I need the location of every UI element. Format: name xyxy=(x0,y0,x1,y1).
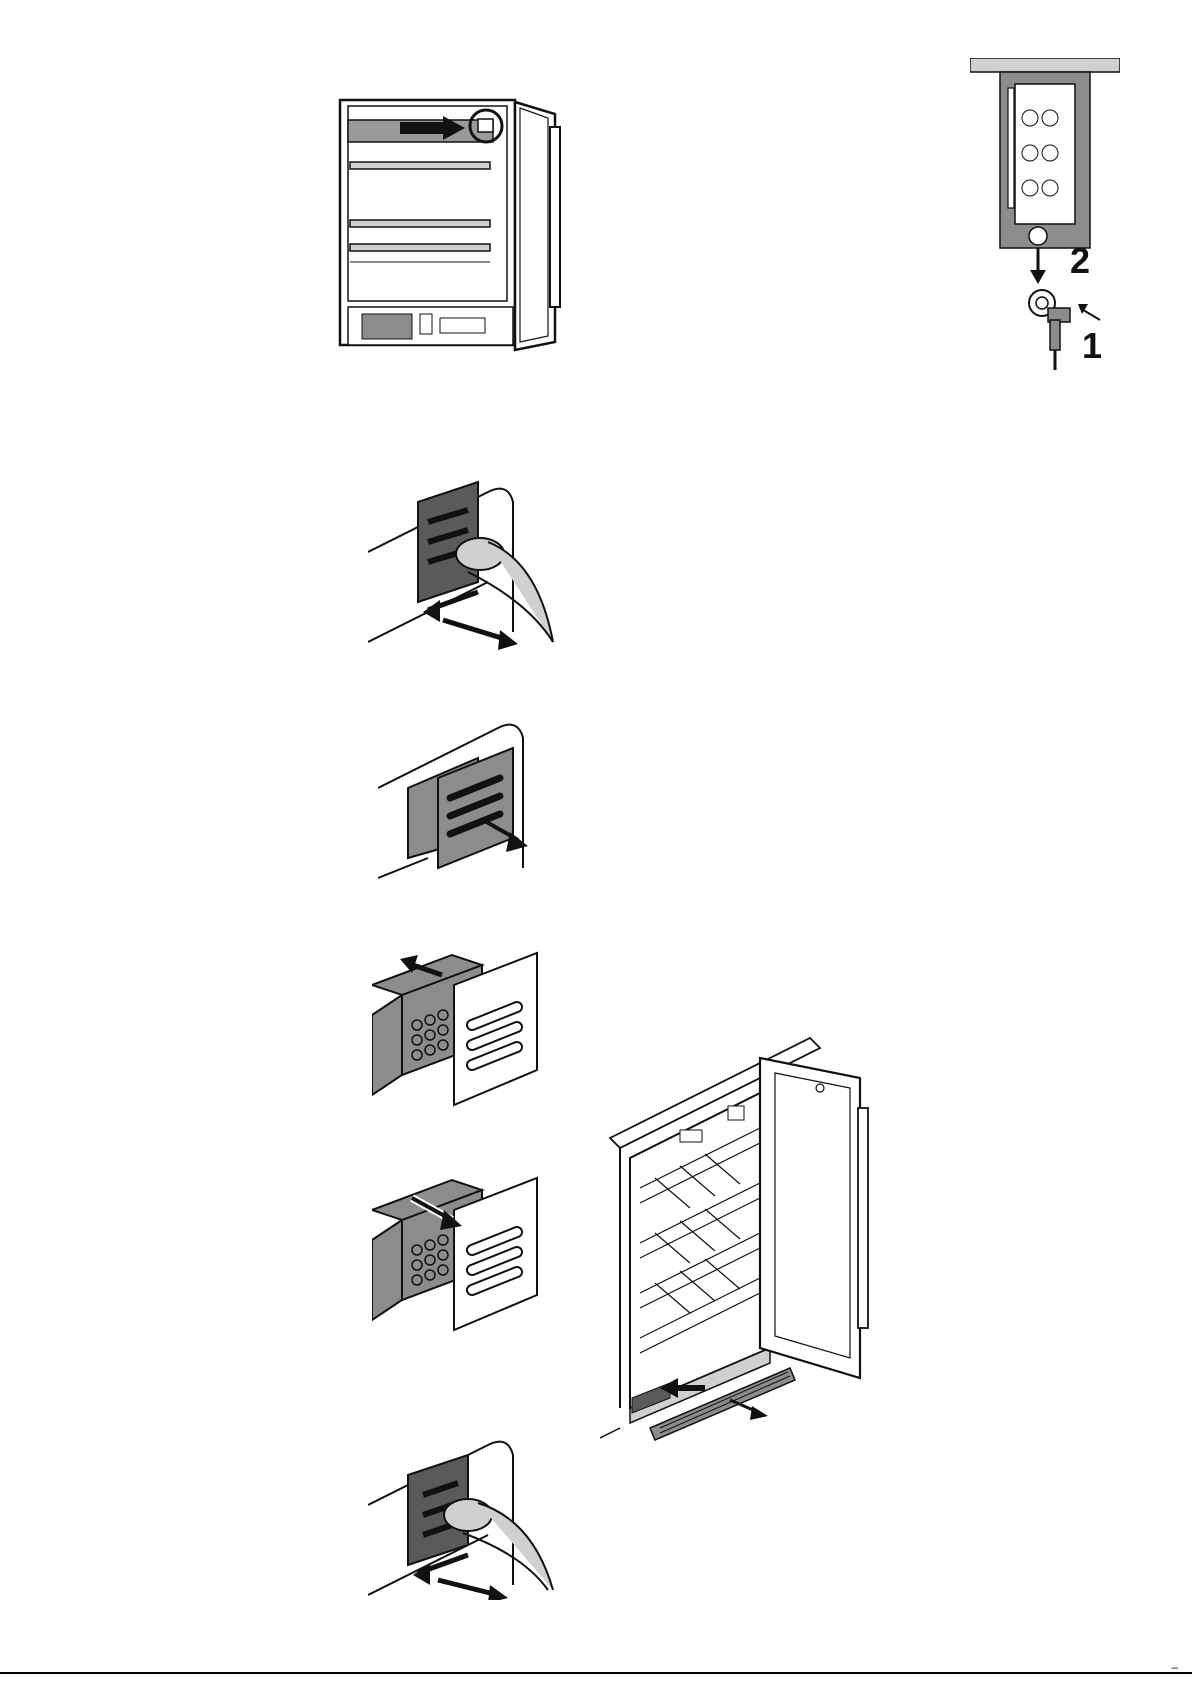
filter-press-again-illustration xyxy=(368,1415,568,1600)
filter-press-illustration xyxy=(368,462,568,652)
filter-pull-out-illustration xyxy=(378,708,578,888)
filter-insert-cover-illustration xyxy=(372,1170,572,1355)
fridge-remove-grille-illustration xyxy=(600,1018,970,1458)
filter-press-icon xyxy=(368,462,568,652)
lock-step-1-label: 1 xyxy=(1082,325,1102,366)
fridge-filter-location-illustration xyxy=(330,92,570,352)
fridge-filter-location-icon xyxy=(330,92,570,352)
lock-step-2-label: 2 xyxy=(1070,240,1090,281)
fridge-remove-grille-icon xyxy=(600,1018,970,1458)
lock-key-icon: 2 1 xyxy=(970,58,1120,378)
footer-rule xyxy=(0,1672,1192,1674)
page-mark: – xyxy=(1171,1660,1178,1674)
filter-remove-cover-illustration xyxy=(372,945,572,1130)
filter-press-again-icon xyxy=(368,1415,568,1600)
filter-remove-cover-icon xyxy=(372,945,572,1130)
filter-insert-cover-icon xyxy=(372,1170,572,1355)
lock-key-illustration: 2 1 xyxy=(970,58,1120,378)
filter-pull-out-icon xyxy=(378,708,578,888)
